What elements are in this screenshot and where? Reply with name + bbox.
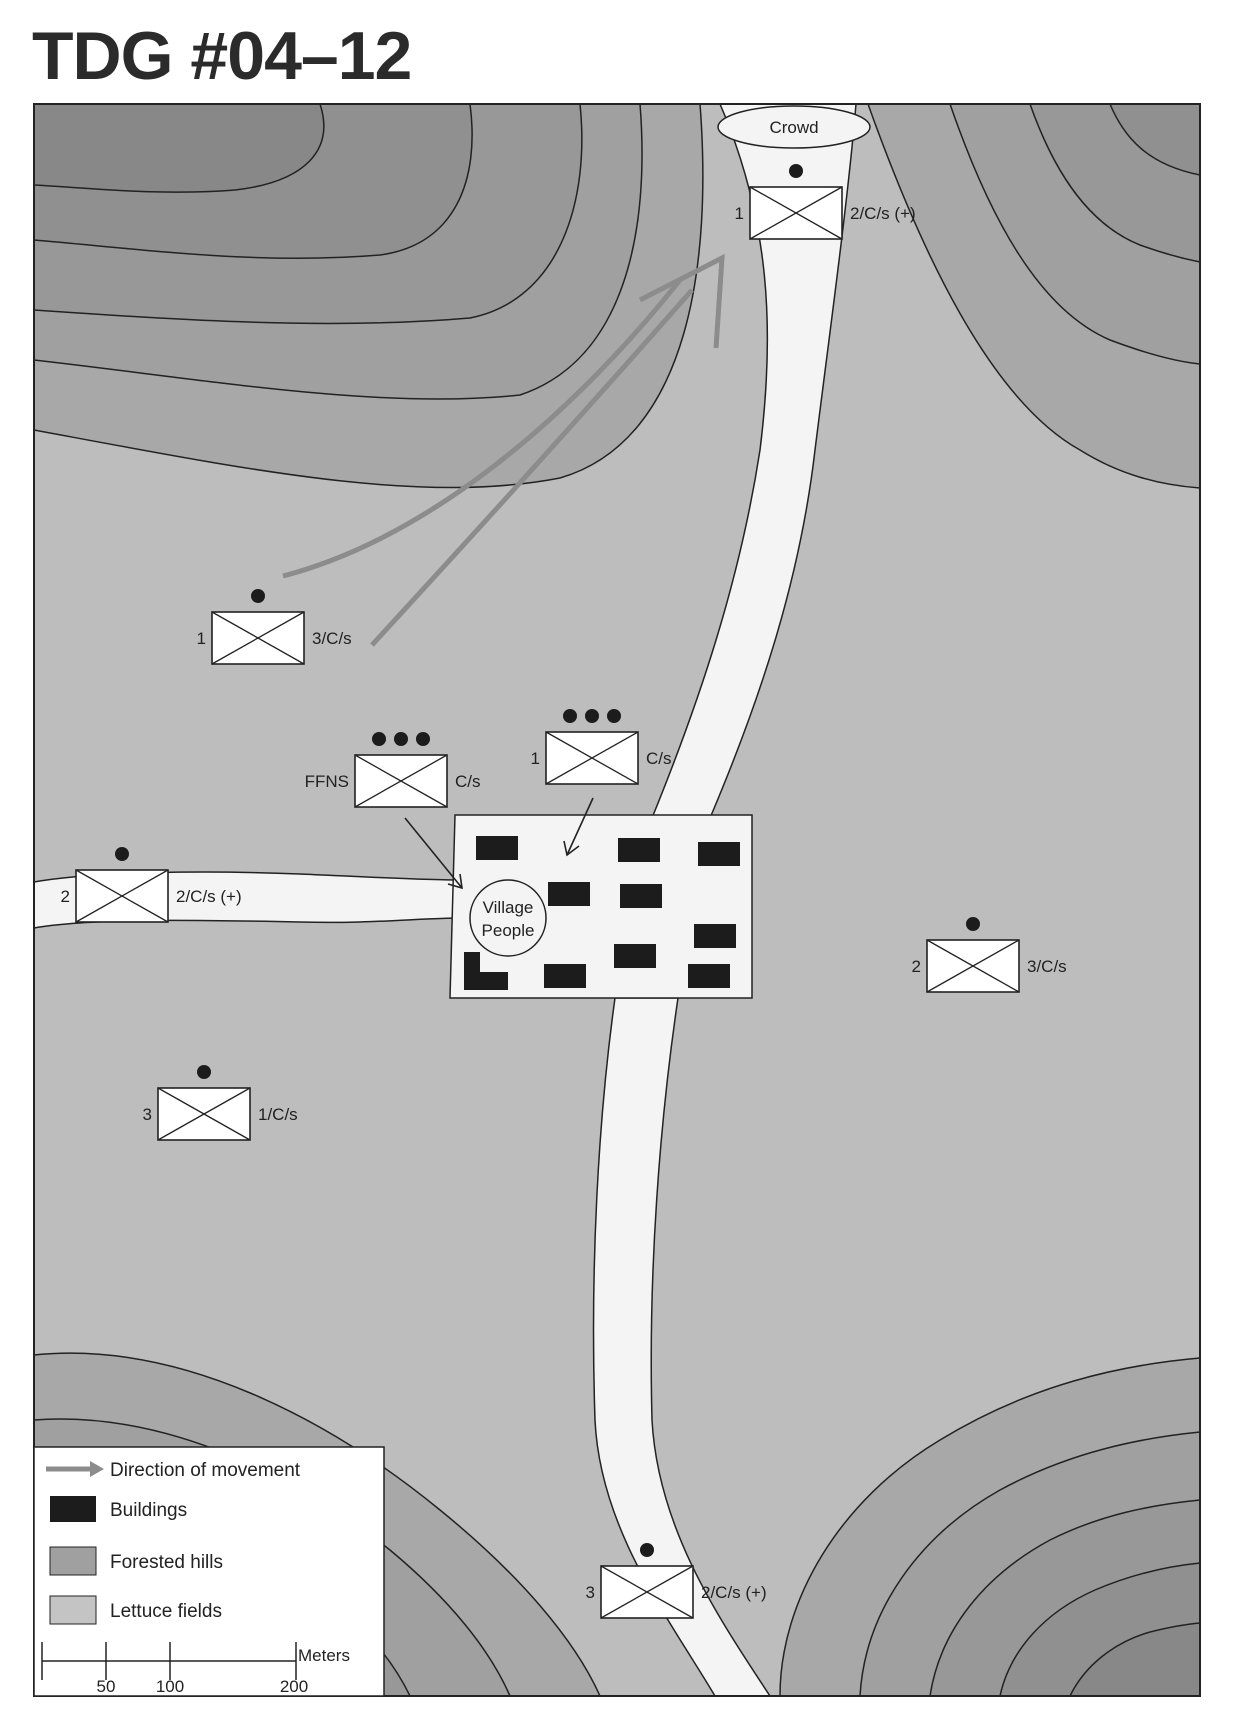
unit-size-dot [372, 732, 386, 746]
unit-top: 1 2/C/s (+) [735, 164, 916, 240]
forested-hill-bottom-right [779, 1357, 1200, 1696]
village-label-line1: Village [483, 898, 534, 917]
unit-number: 3 [143, 1105, 152, 1124]
unit-number: 1 [531, 749, 540, 768]
movement-arrow [370, 288, 694, 647]
unit-bottom: 3 2/C/s (+) [586, 1543, 767, 1619]
unit-callsign: 3/C/s [312, 629, 352, 648]
unit-number: 1 [735, 204, 744, 223]
unit-size-dot [563, 709, 577, 723]
page-title: TDG #04–12 [32, 18, 412, 94]
unit-callsign: C/s [455, 772, 481, 791]
building [688, 964, 730, 988]
forested-hill-top-left [34, 104, 704, 489]
unit-left-road: 2 2/C/s (+) [61, 847, 242, 923]
unit-number: 1 [197, 629, 206, 648]
unit-size-dot [251, 589, 265, 603]
building-swatch [50, 1496, 96, 1522]
scale-tick-label: 50 [97, 1677, 116, 1696]
thin-arrows [404, 797, 594, 890]
ffns-arrowhead [447, 873, 463, 890]
building [548, 882, 590, 906]
unit-callsign: 2/C/s (+) [850, 204, 916, 223]
unit-size-dot [640, 1543, 654, 1557]
unit-size-dot [966, 917, 980, 931]
legend-label-hills: Forested hills [110, 1552, 223, 1573]
unit-cross [75, 869, 169, 923]
buildings [464, 836, 740, 990]
hill-swatch [49, 1546, 97, 1576]
unit-ffns: FFNS C/s [305, 732, 481, 808]
unit-cross [926, 939, 1020, 993]
legend-item-buildings: Buildings [50, 1496, 187, 1522]
legend-label-direction: Direction of movement [110, 1460, 301, 1481]
scale-tick-label: 100 [156, 1677, 184, 1696]
movement-arrowhead [638, 253, 725, 349]
crowd-label: Crowd [769, 118, 818, 137]
village-label-line2: People [482, 921, 535, 940]
scale-unit-label: Meters [298, 1646, 350, 1665]
center-arrow [566, 797, 594, 856]
unit-size-dot [197, 1065, 211, 1079]
building [544, 964, 586, 988]
unit-cross [354, 754, 448, 808]
legend: Direction of movement Buildings Forested… [33, 1446, 385, 1697]
unit-size-dot [789, 164, 803, 178]
legend-item-fields: Lettuce fields [49, 1595, 222, 1625]
unit-cross [211, 611, 305, 665]
building [476, 836, 518, 860]
unit-number: 2 [61, 887, 70, 906]
building [614, 944, 656, 968]
unit-cross [600, 1565, 694, 1619]
unit-center: 1 C/s [531, 709, 672, 785]
legend-item-direction: Direction of movement [46, 1460, 301, 1481]
building [694, 924, 736, 948]
crowd-area [717, 105, 871, 149]
legend-label-fields: Lettuce fields [110, 1601, 222, 1622]
movement-arrows [282, 253, 725, 647]
village-people-marker [469, 879, 547, 957]
map-border [33, 103, 1201, 1697]
scale-bar [41, 1642, 297, 1680]
unit-size-dot [585, 709, 599, 723]
arrow-icon-head [90, 1461, 104, 1477]
unit-lower-left: 3 1/C/s [143, 1065, 298, 1141]
building [464, 952, 508, 990]
legend-label-buildings: Buildings [110, 1500, 187, 1521]
movement-arrow [282, 278, 682, 579]
unit-upper-left: 1 3/C/s [197, 589, 352, 665]
legend-item-hills: Forested hills [49, 1546, 223, 1576]
unit-right: 2 3/C/s [912, 917, 1067, 993]
unit-cross [749, 186, 843, 240]
ffns-arrow [404, 817, 463, 889]
unit-number: FFNS [305, 772, 349, 791]
main-road-south [592, 997, 771, 1696]
field-swatch [49, 1595, 97, 1625]
unit-size-dot [394, 732, 408, 746]
unit-size-dot [115, 847, 129, 861]
unit-callsign: C/s [646, 749, 672, 768]
forested-hill-top-right [867, 104, 1200, 489]
center-arrowhead [563, 840, 580, 857]
unit-size-dot [607, 709, 621, 723]
unit-cross [157, 1087, 251, 1141]
unit-number: 2 [912, 957, 921, 976]
scale-tick-label: 200 [280, 1677, 308, 1696]
unit-callsign: 2/C/s (+) [176, 887, 242, 906]
unit-cross [545, 731, 639, 785]
unit-number: 3 [586, 1583, 595, 1602]
building [698, 842, 740, 866]
unit-callsign: 3/C/s [1027, 957, 1067, 976]
building [618, 838, 660, 862]
unit-callsign: 2/C/s (+) [701, 1583, 767, 1602]
unit-size-dot [416, 732, 430, 746]
unit-callsign: 1/C/s [258, 1105, 298, 1124]
building [620, 884, 662, 908]
